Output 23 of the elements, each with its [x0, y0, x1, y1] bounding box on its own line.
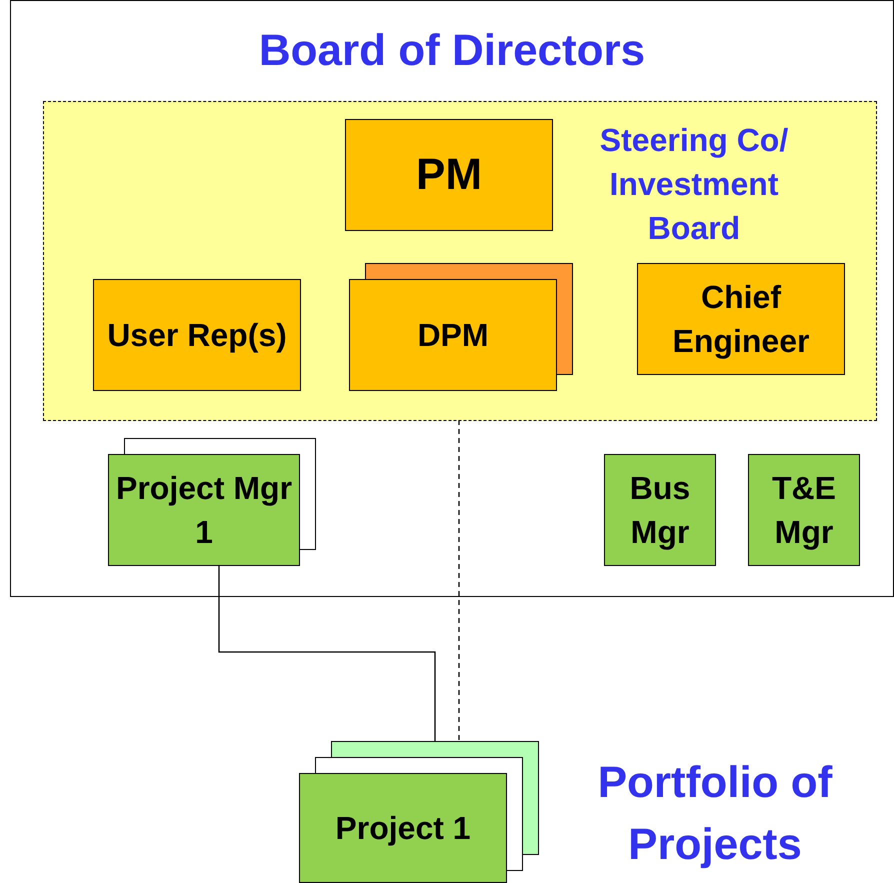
- role-box: [93, 279, 301, 391]
- box-label: Bus Mgr: [628, 469, 692, 552]
- stacked-role-box: [349, 263, 573, 391]
- box-label: T&E Mgr: [771, 469, 837, 552]
- board-frame: [10, 0, 894, 597]
- portfolio-label: Portfolio of Projects: [596, 757, 834, 871]
- box-label: DPM: [417, 316, 489, 355]
- box-label: Project 1: [335, 809, 471, 848]
- project-card-stack: [299, 741, 539, 883]
- box-label: Chief Engineer: [672, 278, 810, 361]
- role-box: [345, 119, 553, 231]
- connector-line: [218, 565, 436, 741]
- box-label: Project Mgr 1: [114, 469, 294, 552]
- box-label: User Rep(s): [107, 316, 287, 355]
- dashed-connector: [458, 420, 460, 741]
- box-label: PM: [416, 153, 482, 197]
- role-box: [748, 454, 860, 566]
- role-box: [637, 263, 845, 375]
- box-label: Steering Co/ Investment Board: [598, 121, 790, 248]
- box-label: Board of Directors: [258, 29, 646, 73]
- role-box: [604, 454, 716, 566]
- steering-board-panel: [43, 101, 877, 421]
- stacked-role-box: [108, 438, 316, 566]
